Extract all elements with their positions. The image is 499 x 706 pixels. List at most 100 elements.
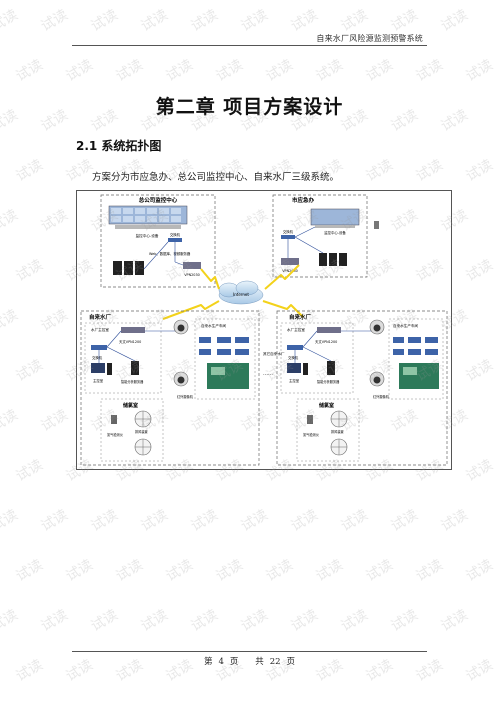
plant-right-workshop-title: 自来水生产车间	[393, 323, 419, 328]
watermark-text: 试读	[138, 606, 171, 635]
middle-ellipsis: ……	[263, 371, 273, 377]
watermark-text: 试读	[88, 6, 121, 35]
plant-left-workshop-devices	[199, 337, 249, 355]
city-box	[272, 194, 368, 278]
plant-right-title: 自来水厂	[289, 313, 312, 321]
plant-left-workshop-photo	[207, 363, 249, 389]
plant-right-chlorine-room: 储氯室	[319, 402, 334, 409]
plant-left-box	[80, 310, 260, 466]
watermark-text: 试读	[63, 156, 96, 185]
watermark-text: 试读	[63, 556, 96, 585]
plant-right-duty-room: 水厂主控室	[287, 327, 305, 332]
watermark-text: 试读	[188, 506, 221, 535]
hq-servers	[113, 261, 144, 275]
footer-total-prefix: 共	[255, 657, 264, 667]
plant-left-switch	[91, 345, 107, 350]
watermark-text: 试读	[363, 56, 396, 85]
plant-left-workshop-photo-hl	[211, 367, 225, 375]
watermark-text: 试读	[388, 506, 421, 535]
hq-title: 总公司监控中心	[139, 196, 178, 204]
plant-left-fan-1	[134, 410, 152, 428]
city-title: 市应急办	[292, 196, 315, 204]
hq-vpn	[183, 262, 201, 269]
watermark-text: 试读	[163, 556, 196, 585]
plant-left-duty-box	[84, 322, 162, 394]
footer-total-unit: 页	[286, 657, 296, 667]
plant-right-chlorine-sensor: 氯气检测仪	[303, 432, 320, 437]
plant-left-pc-label: 主控室	[93, 378, 104, 383]
plant-right-camera-label: 红外摄像机	[373, 394, 390, 399]
watermark-text: 试读	[0, 306, 21, 335]
city-console	[315, 225, 355, 228]
plant-left-camera-label: 红外摄像机	[177, 394, 194, 399]
city-center-label: 监控中心-设备	[324, 230, 346, 235]
plant-left-chlorine-box	[100, 398, 164, 462]
watermark-text: 试读	[213, 56, 246, 85]
watermark-text: 试读	[463, 56, 496, 85]
plant-left-pc-tower	[107, 363, 112, 375]
watermark-text: 试读	[38, 506, 71, 535]
watermark-text: 试读	[463, 456, 496, 485]
hq-servers-label: Web、数据库、视频服务器	[149, 251, 191, 256]
watermark-text: 试读	[38, 6, 71, 35]
plant-right-camera-bottom	[369, 371, 385, 387]
watermark-text: 试读	[38, 606, 71, 635]
plant-right-workshop-devices	[393, 337, 438, 355]
watermark-text: 试读	[188, 6, 221, 35]
watermark-text: 试读	[288, 606, 321, 635]
section-heading: 2.1 系统拓扑图	[76, 139, 162, 153]
watermark-text: 试读	[363, 156, 396, 185]
watermark-text: 试读	[188, 606, 221, 635]
city-servers	[319, 253, 347, 266]
plant-left-pc-screen	[91, 363, 105, 373]
plant-right-server-label: 智能分析服务器	[317, 379, 340, 384]
city-switch-label: 交换机	[283, 229, 294, 234]
plant-right-pc-screen	[287, 363, 301, 373]
watermark-text: 试读	[238, 606, 271, 635]
hq-center-label: 监控中心-设备	[136, 233, 159, 238]
watermark-text: 试读	[213, 556, 246, 585]
watermark-text: 试读	[163, 56, 196, 85]
watermark-text: 试读	[0, 606, 21, 635]
body-paragraph: 方案分为市应急办、总公司监控中心、自来水厂三级系统。	[92, 172, 340, 183]
running-header: 自来水厂风险源监测预警系统	[316, 34, 423, 43]
chapter-title: 第二章 项目方案设计	[155, 96, 344, 118]
plant-left-fan-2	[134, 438, 152, 456]
watermark-text: 试读	[13, 156, 46, 185]
plant-left-server-label: 智能分析服务器	[121, 379, 144, 384]
watermark-text: 试读	[338, 6, 371, 35]
watermark-text: 试读	[338, 506, 371, 535]
plant-right-pc-label: 主控室	[289, 378, 300, 383]
watermark-text: 试读	[0, 206, 21, 235]
watermark-text: 试读	[463, 156, 496, 185]
plant-right-camera-top	[369, 319, 385, 335]
watermark-text: 试读	[463, 556, 496, 585]
watermark-text: 试读	[388, 606, 421, 635]
watermark-text: 试读	[88, 506, 121, 535]
plant-right-switch-label: 交换机	[288, 355, 299, 360]
plant-left-workshop-title: 自来水生产车间	[201, 323, 227, 328]
watermark-text: 试读	[138, 506, 171, 535]
watermark-text: 试读	[0, 6, 21, 35]
watermark-text: 试读	[13, 356, 46, 385]
plant-right-workshop-photo	[399, 363, 439, 389]
watermark-text: 试读	[13, 456, 46, 485]
footer-page-unit: 页	[229, 657, 239, 667]
hq-console	[115, 225, 181, 229]
plant-left-duty-room: 水厂主控室	[91, 327, 109, 332]
city-vpn-label: VPN2030	[282, 269, 298, 273]
watermark-text: 试读	[413, 56, 446, 85]
watermark-text: 试读	[263, 556, 296, 585]
plant-right-duty-box	[280, 322, 354, 394]
watermark-text: 试读	[338, 606, 371, 635]
watermark-text: 试读	[413, 156, 446, 185]
watermark-text: 试读	[38, 206, 71, 235]
plant-left-chlorine-room: 储氯室	[123, 402, 138, 409]
city-video-wall	[310, 208, 360, 226]
header-rule	[72, 45, 427, 46]
watermark-text: 试读	[438, 6, 471, 35]
topology-diagram: 总公司监控中心 监控中心-设备 交换机 Web、数据库、视频服务器 VPN203…	[76, 190, 452, 470]
plant-right-links	[294, 330, 373, 363]
city-vpn	[281, 258, 299, 265]
